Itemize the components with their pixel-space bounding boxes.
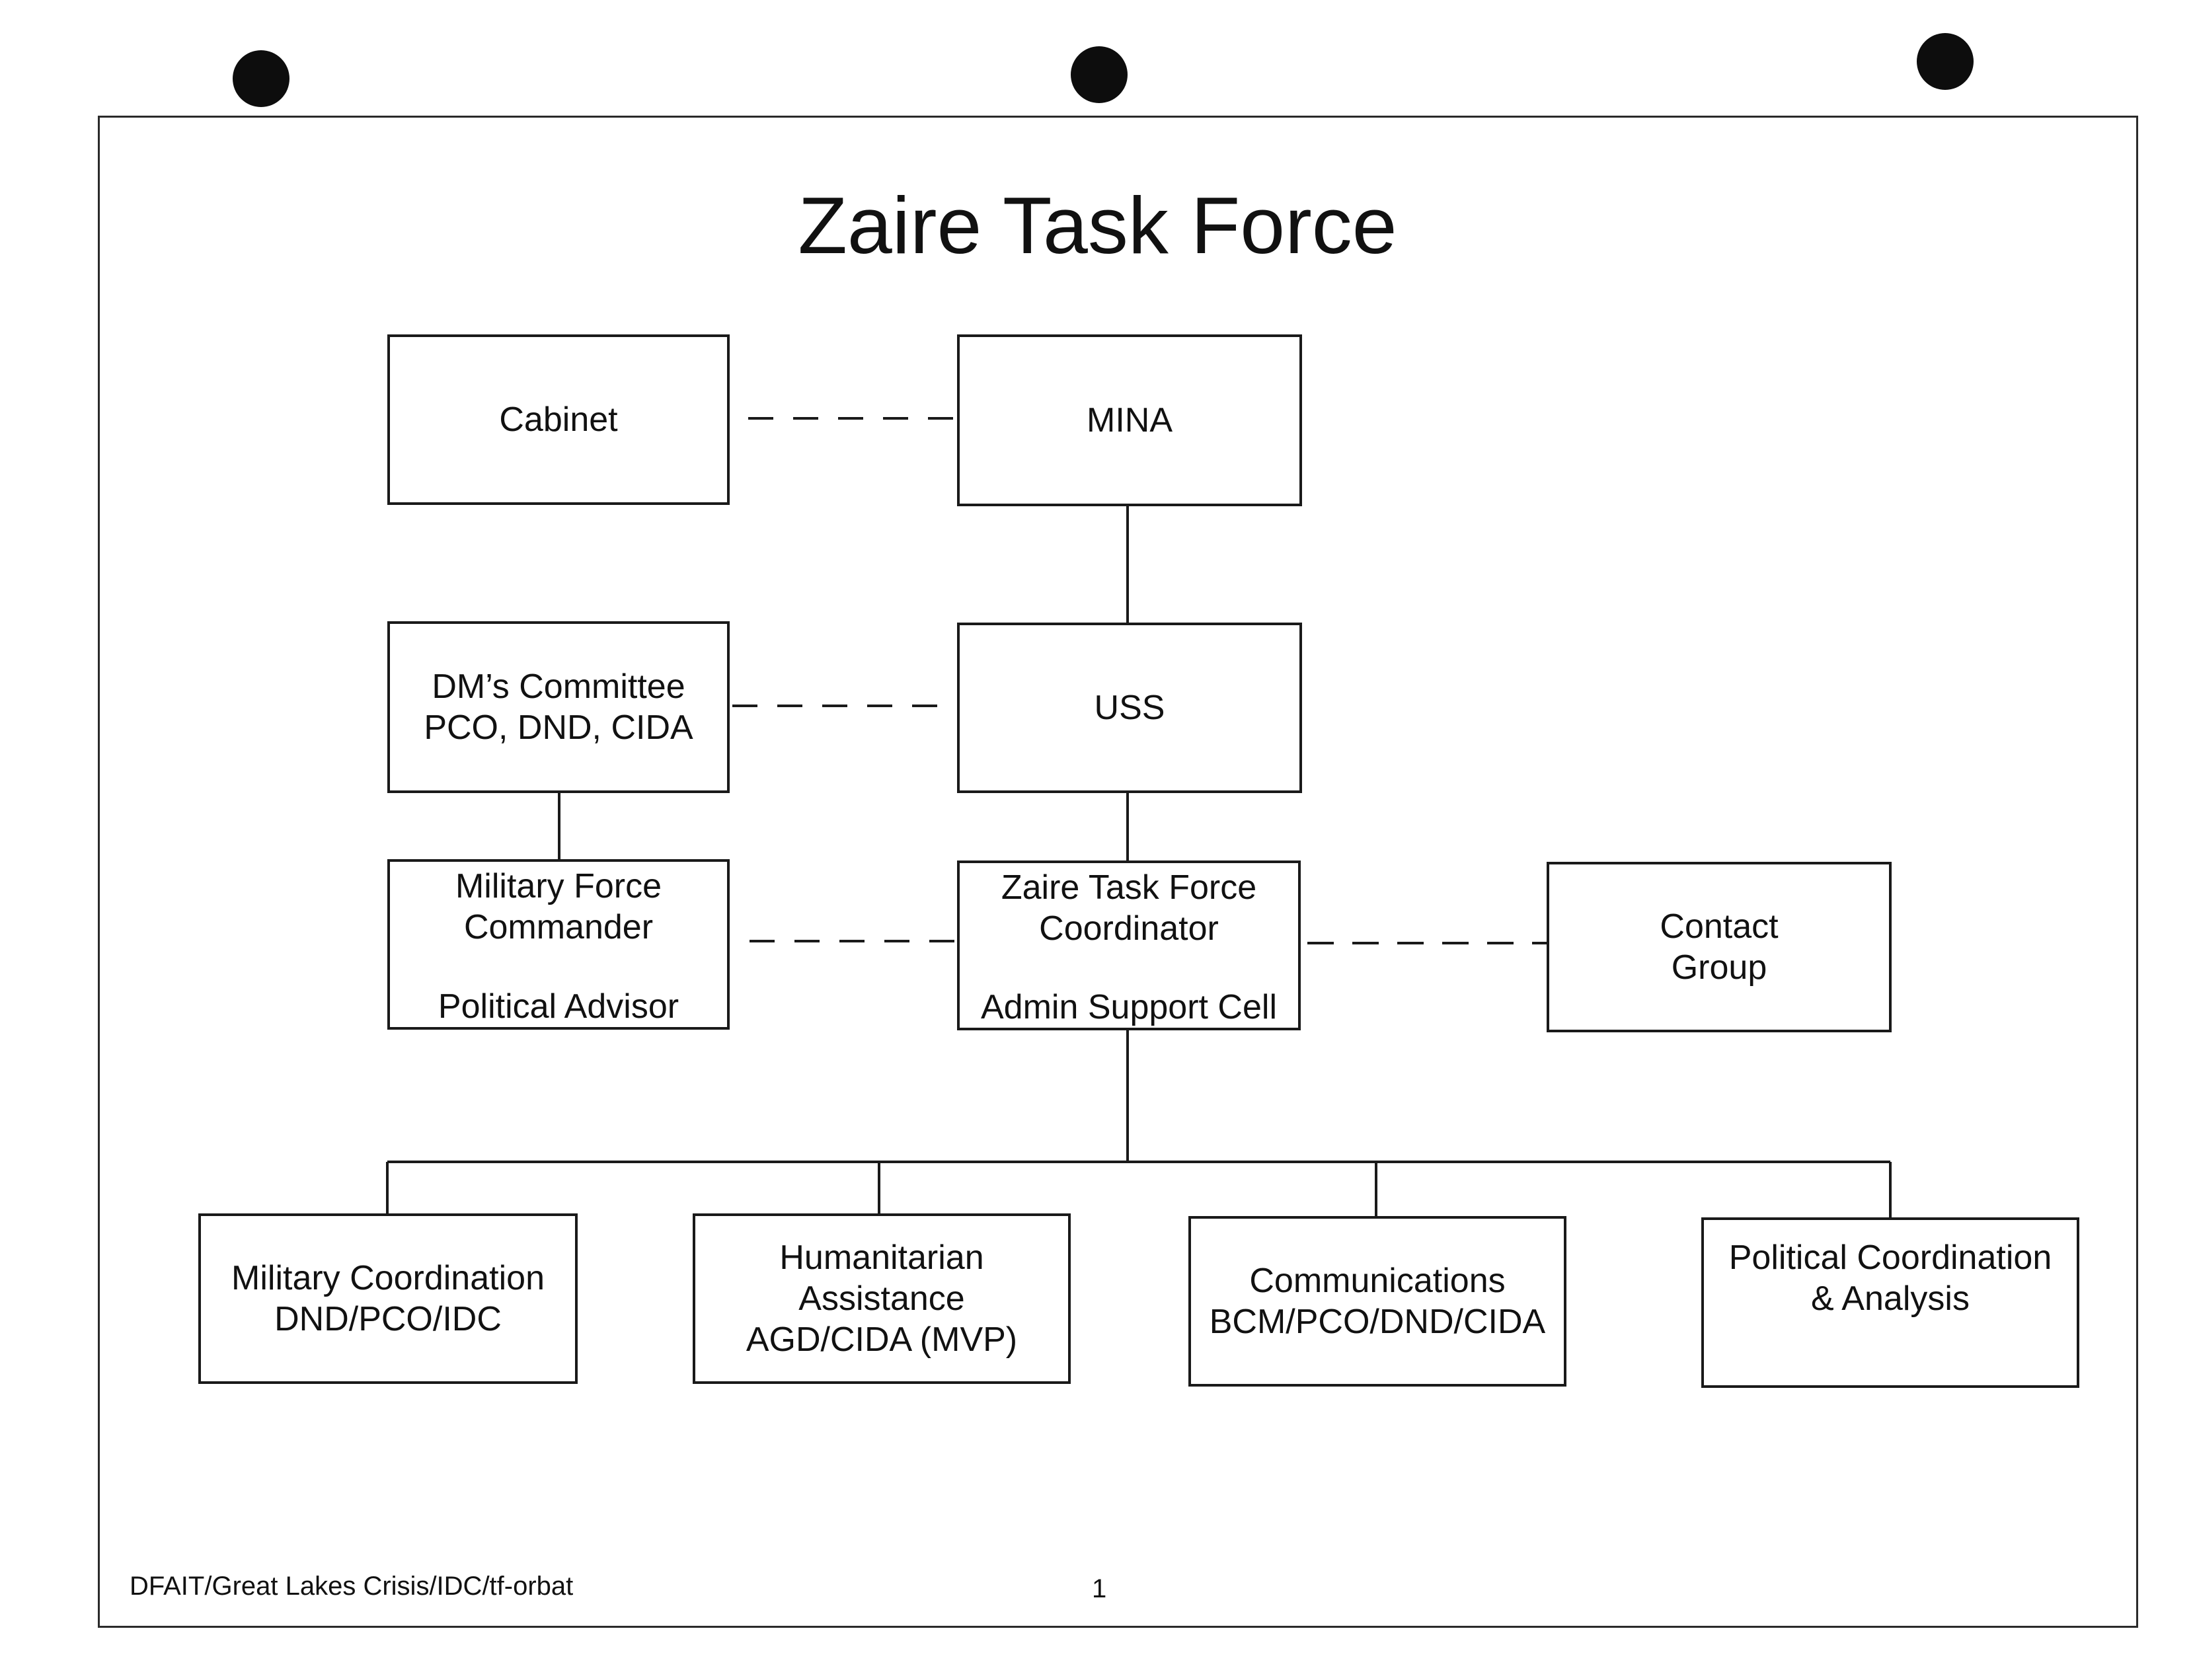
punch-hole-left (233, 50, 289, 107)
node-mfc-line-2: Commander (463, 908, 654, 946)
node-political-line-1: Political Coordination (1728, 1239, 2052, 1277)
punch-hole-right (1917, 33, 1974, 90)
node-contact-group-line-2: Group (1671, 948, 1767, 987)
node-military-coordination-line-2: DND/PCO/IDC (274, 1300, 502, 1338)
node-contact-group: Contact Group (1547, 862, 1892, 1032)
node-political-line-2: & Analysis (1811, 1279, 1970, 1318)
node-military-force-commander: Military Force Commander Political Advis… (387, 859, 730, 1030)
node-communications: Communications BCM/PCO/DND/CIDA (1188, 1216, 1566, 1387)
node-coordinator-line-2: Coordinator (1039, 909, 1219, 948)
punch-hole-center (1071, 46, 1128, 103)
node-dms-committee-line-1: DM’s Committee (432, 668, 685, 706)
footer-source-path: DFAIT/Great Lakes Crisis/IDC/tf-orbat (130, 1572, 574, 1601)
node-uss: USS (957, 623, 1302, 793)
node-communications-line-1: Communications (1249, 1262, 1506, 1300)
node-coordinator-extra: Admin Support Cell (981, 988, 1277, 1026)
node-humanitarian-line-2: Assistance (798, 1279, 965, 1318)
node-humanitarian-assistance: Humanitarian Assistance AGD/CIDA (MVP) (693, 1213, 1071, 1384)
node-humanitarian-line-3: AGD/CIDA (MVP) (746, 1320, 1018, 1359)
node-dms-committee-line-2: PCO, DND, CIDA (424, 708, 693, 747)
node-humanitarian-line-1: Humanitarian (779, 1239, 984, 1277)
node-contact-group-line-1: Contact (1660, 907, 1779, 946)
node-mina-label: MINA (1087, 401, 1173, 439)
node-dms-committee: DM’s Committee PCO, DND, CIDA (387, 621, 730, 793)
page-frame (98, 116, 2138, 1628)
node-cabinet-label: Cabinet (499, 401, 618, 439)
node-coordinator-line-1: Zaire Task Force (1001, 868, 1257, 907)
node-uss-label: USS (1094, 689, 1165, 727)
node-political-coordination: Political Coordination & Analysis (1701, 1217, 2079, 1388)
node-mfc-line-1: Military Force (455, 867, 662, 905)
node-communications-line-2: BCM/PCO/DND/CIDA (1209, 1303, 1546, 1341)
diagram-title: Zaire Task Force (798, 180, 1397, 270)
node-military-coordination: Military Coordination DND/PCO/IDC (198, 1213, 578, 1384)
node-mina: MINA (957, 334, 1302, 506)
node-cabinet: Cabinet (387, 334, 730, 505)
footer-page-number: 1 (1092, 1574, 1107, 1603)
node-military-coordination-line-1: Military Coordination (231, 1259, 545, 1297)
node-mfc-extra: Political Advisor (438, 987, 679, 1026)
node-task-force-coordinator: Zaire Task Force Coordinator Admin Suppo… (957, 860, 1301, 1030)
